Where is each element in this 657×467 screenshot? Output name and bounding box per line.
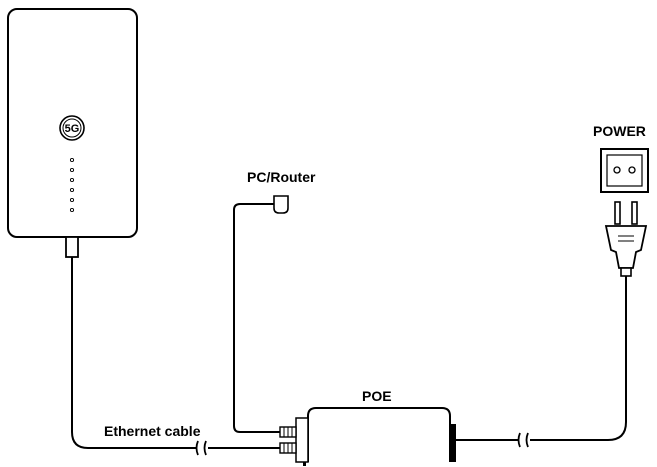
power-cable-line bbox=[530, 276, 627, 441]
poe-injector-body bbox=[307, 407, 451, 462]
cpe-device: 5G bbox=[7, 8, 138, 258]
pc-router-connector-icon bbox=[273, 195, 289, 214]
power-socket-icon bbox=[600, 148, 649, 193]
power-plug-icon bbox=[604, 201, 648, 277]
power-label: POWER bbox=[593, 123, 646, 139]
cable-break-icon bbox=[195, 440, 207, 456]
five-g-logo-icon: 5G bbox=[59, 115, 85, 141]
pc-router-label: PC/Router bbox=[247, 169, 316, 185]
poe-injector bbox=[279, 407, 456, 463]
status-led bbox=[69, 177, 75, 183]
rj45-connector-icon bbox=[279, 426, 297, 438]
ethernet-cable-line bbox=[71, 257, 196, 449]
cable-break-icon bbox=[517, 432, 529, 448]
status-led bbox=[69, 187, 75, 193]
poe-port-foot bbox=[303, 462, 306, 466]
status-led bbox=[69, 197, 75, 203]
status-led bbox=[69, 167, 75, 173]
ethernet-cable-label: Ethernet cable bbox=[104, 423, 201, 439]
five-g-logo-text: 5G bbox=[65, 123, 80, 135]
poe-power-inlet bbox=[450, 424, 456, 462]
status-indicator-leds bbox=[69, 157, 75, 213]
status-led bbox=[69, 157, 75, 163]
pc-router-cable-line bbox=[233, 203, 280, 433]
poe-label: POE bbox=[362, 388, 392, 404]
cpe-ethernet-port bbox=[65, 236, 79, 258]
rj45-connector-icon bbox=[279, 442, 297, 454]
status-led bbox=[69, 207, 75, 213]
poe-port-panel bbox=[295, 417, 309, 463]
